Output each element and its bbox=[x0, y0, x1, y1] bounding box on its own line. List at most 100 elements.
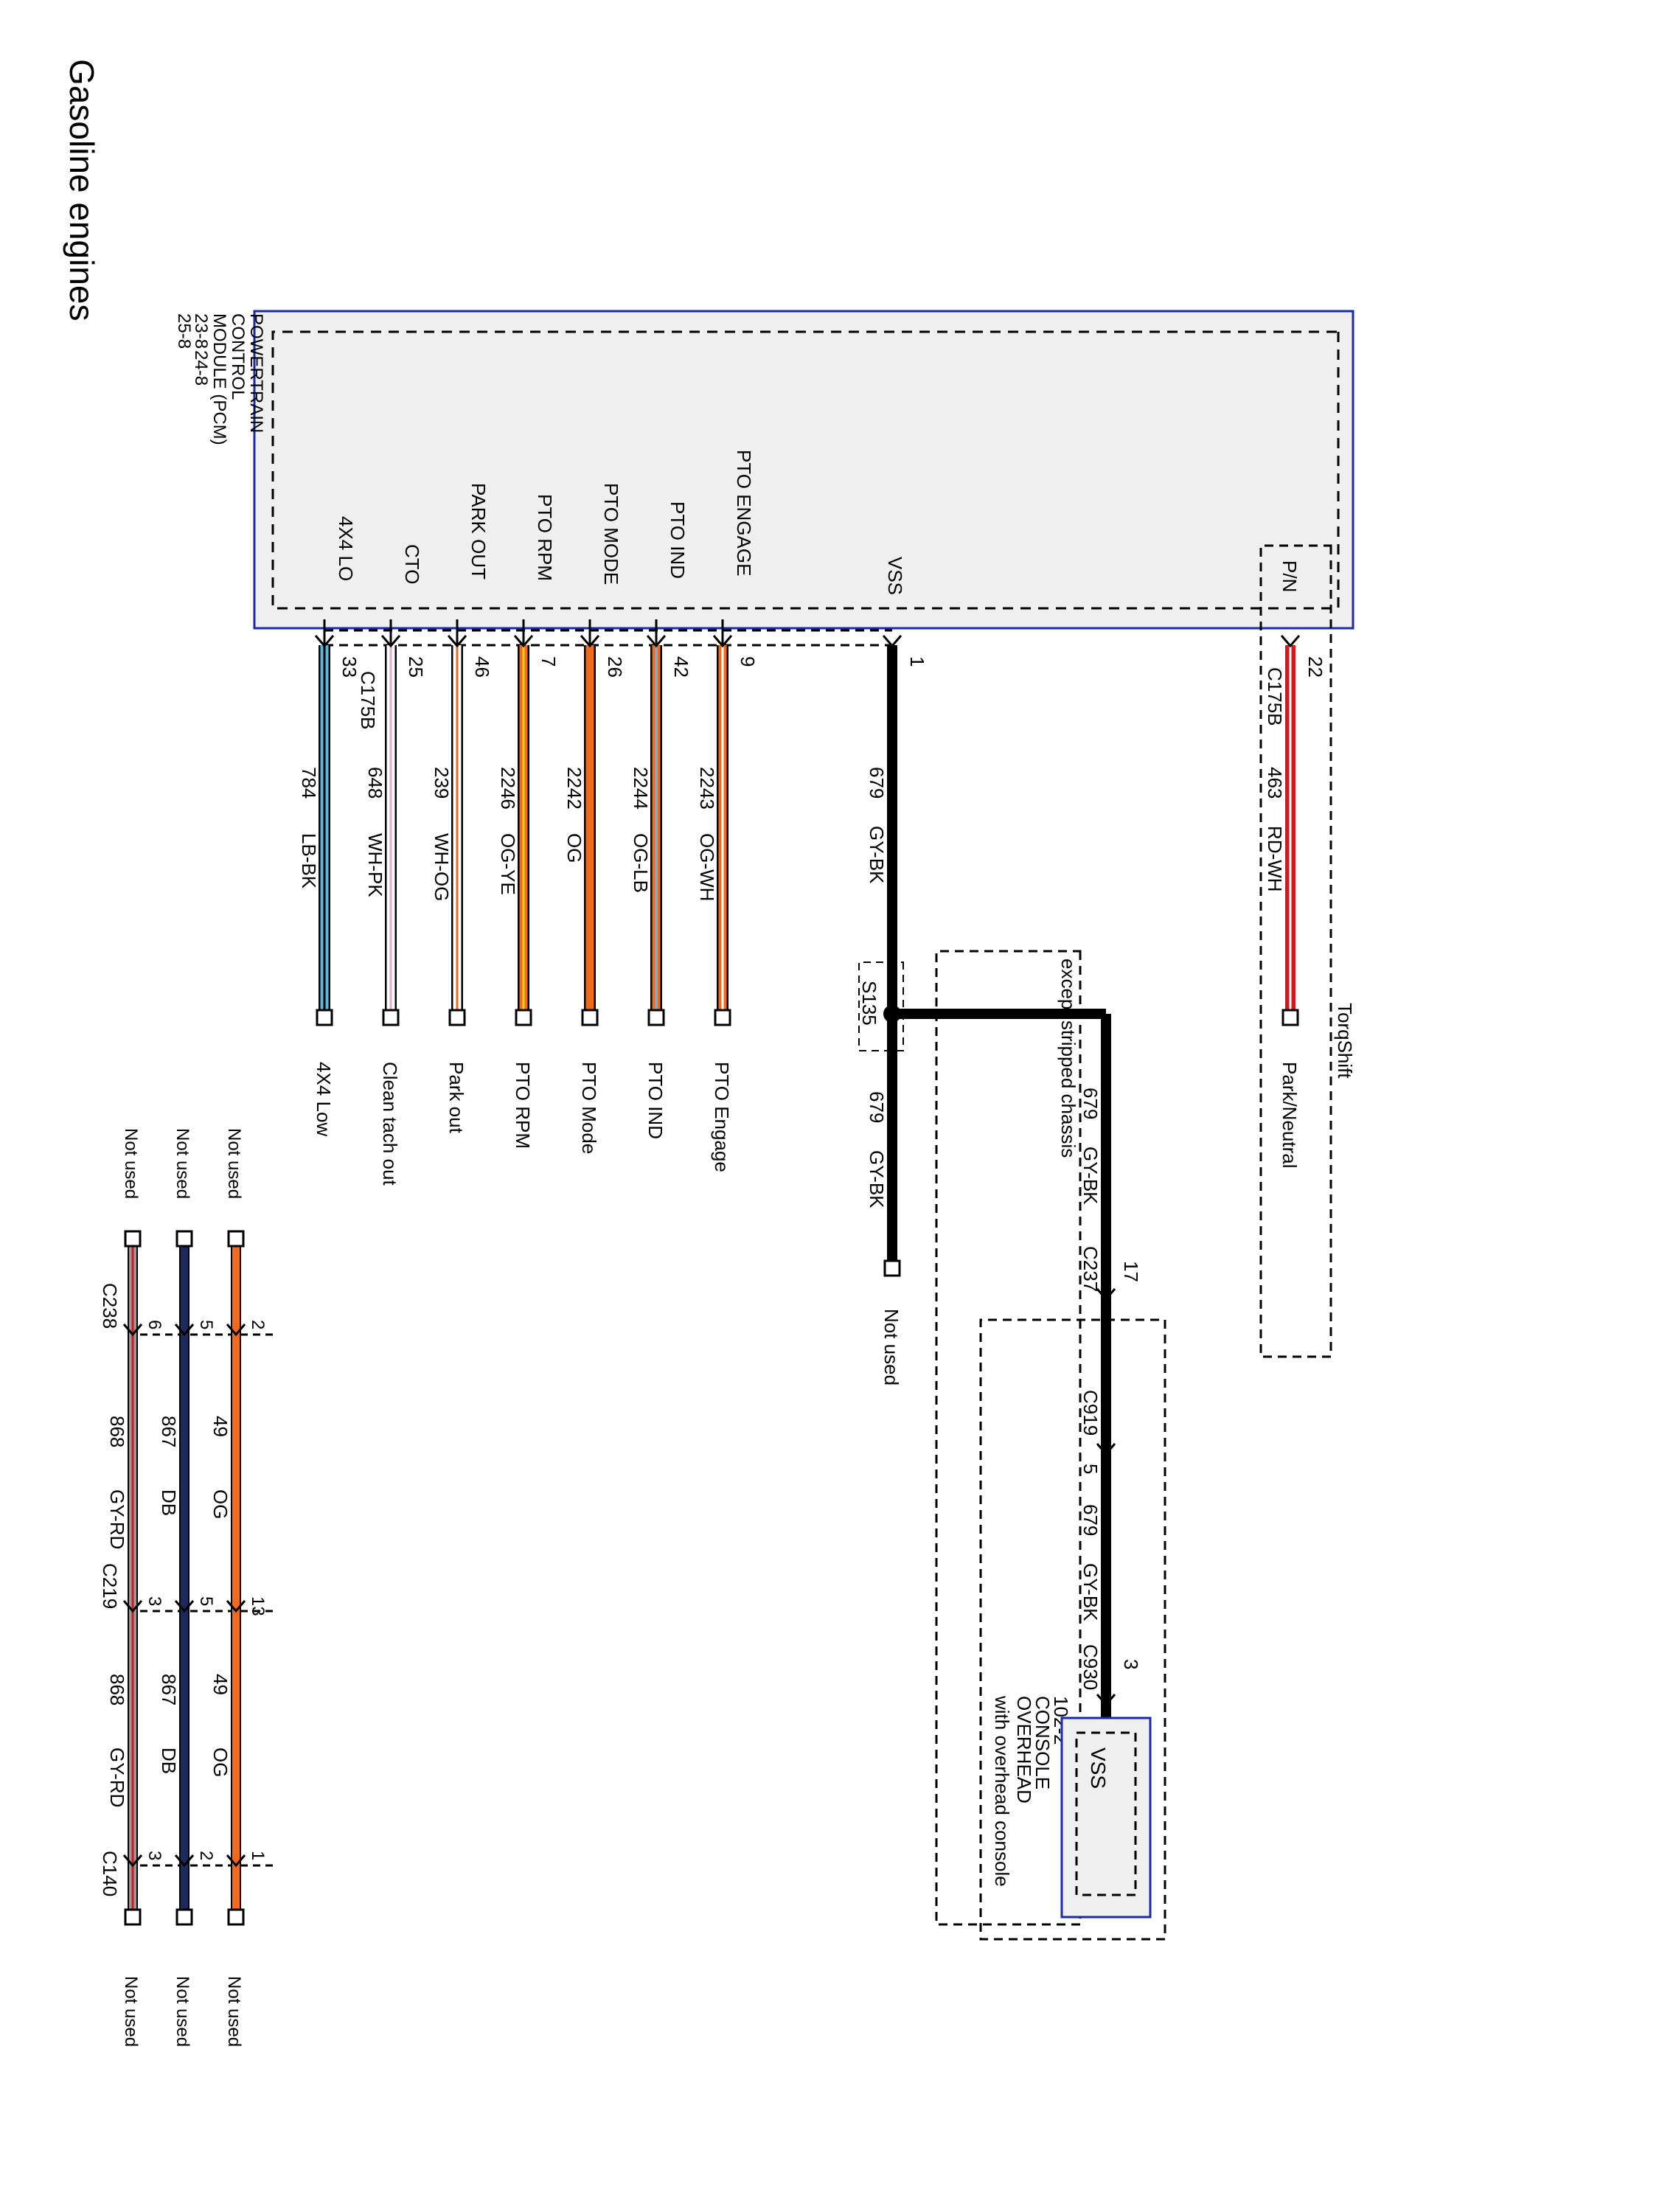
wire-terminal-2243 bbox=[714, 1009, 731, 1026]
pcm-outline bbox=[253, 310, 1354, 630]
wire-arrow-2243 bbox=[712, 635, 733, 648]
c237-arrow bbox=[1096, 1288, 1116, 1301]
pn-wire-color: RD-WH bbox=[1264, 826, 1286, 892]
harness-arrow-868-2 bbox=[122, 1854, 143, 1868]
wire-arrow-2246 bbox=[513, 635, 534, 648]
wire-pin-2244: 42 bbox=[670, 656, 692, 678]
overhead-console-module bbox=[1060, 1717, 1152, 1919]
wire-dest-2244: PTO IND bbox=[644, 1062, 667, 1139]
harness-terminal-left-867 bbox=[175, 1230, 193, 1248]
vss-not-used-label: Not used bbox=[880, 1309, 902, 1385]
harness-color-a-868: GY-RD bbox=[106, 1489, 128, 1549]
wire-dest-2242: PTO Mode bbox=[578, 1062, 600, 1154]
inline-circuit-number: 679 bbox=[1079, 1504, 1102, 1536]
harness-color-b-49: OG bbox=[209, 1747, 232, 1777]
harness-pin-868-2: 3 bbox=[145, 1851, 164, 1860]
harness-arrow-867-0 bbox=[174, 1324, 195, 1337]
harness-pin-868-0: 6 bbox=[145, 1320, 164, 1329]
pin-name-vss: VSS bbox=[884, 557, 906, 595]
c919-pin: 5 bbox=[1079, 1464, 1102, 1474]
wire-color-2243: OG-WH bbox=[696, 833, 718, 901]
connector-c140: C140 bbox=[99, 1851, 121, 1896]
harness-pin-49-1: 13 bbox=[248, 1596, 268, 1616]
wire-color-239: WH-OG bbox=[431, 833, 453, 901]
harness-pin-867-2: 2 bbox=[196, 1851, 216, 1860]
vss-not-used-terminal bbox=[883, 1259, 901, 1277]
harness-pin-868-1: 3 bbox=[145, 1596, 164, 1606]
overhead-console-line-2: CONSOLE bbox=[1032, 1696, 1054, 1790]
with-overhead-console-box bbox=[979, 1318, 1166, 1941]
except-stripped-chassis-box bbox=[935, 950, 1082, 1926]
overhead-console-line-1: OVERHEAD bbox=[1013, 1696, 1035, 1804]
pn-circuit-number: 463 bbox=[1264, 767, 1286, 799]
wire-pin-2242: 26 bbox=[604, 656, 626, 678]
harness-arrow-868-0 bbox=[122, 1324, 143, 1337]
torqshift-box bbox=[1259, 544, 1332, 1358]
pin-name-pto-ind: PTO IND bbox=[667, 501, 689, 579]
vss-circuit-number: 679 bbox=[866, 767, 888, 799]
wire-color-648: WH-PK bbox=[364, 833, 386, 897]
pcm-label-6: 25-8 bbox=[174, 313, 194, 349]
harness-pin-49-0: 2 bbox=[248, 1320, 268, 1329]
harness-arrow-867-1 bbox=[174, 1600, 195, 1613]
harness-not-used-left-868: Not used bbox=[121, 1128, 141, 1199]
wire-pin-2246: 7 bbox=[538, 656, 560, 667]
harness-not-used-right-49: Not used bbox=[224, 1976, 244, 2047]
pcm-module: POWERTRAIN CONTROL MODULE (PCM) 23-8 24-… bbox=[174, 310, 1354, 630]
harness-pin-49-2: 1 bbox=[248, 1851, 268, 1860]
branch-circuit-number: 679 bbox=[1079, 1088, 1102, 1119]
harness-terminal-left-49 bbox=[227, 1230, 245, 1248]
harness-not-used-left-49: Not used bbox=[224, 1128, 244, 1199]
c930-arrow bbox=[1096, 1694, 1116, 1707]
pn-destination: Park/Neutral bbox=[1279, 1062, 1301, 1169]
pn-arrow bbox=[1280, 635, 1301, 648]
harness-terminal-right-868 bbox=[124, 1908, 142, 1926]
pin-name-park-out: PARK OUT bbox=[467, 483, 490, 580]
wire-pin-648: 25 bbox=[405, 656, 427, 678]
c237-pin: 17 bbox=[1120, 1261, 1142, 1282]
wire-arrow-2244 bbox=[646, 635, 667, 648]
harness-terminal-right-867 bbox=[175, 1908, 193, 1926]
pin-name-4x4-lo: 4X4 LO bbox=[335, 516, 357, 581]
connector-c219: C219 bbox=[99, 1563, 121, 1609]
harness-color-b-868: GY-RD bbox=[106, 1747, 128, 1807]
wire-dest-2246: PTO RPM bbox=[512, 1062, 534, 1149]
harness-color-b-867: DB bbox=[158, 1747, 180, 1774]
pin-name-pto-engage: PTO ENGAGE bbox=[733, 450, 755, 576]
connector-c175b-label: C175B bbox=[357, 671, 379, 730]
wire-pin-2243: 9 bbox=[737, 656, 759, 667]
vss-after-circuit: 679 bbox=[866, 1091, 888, 1123]
wire-arrow-648 bbox=[380, 635, 401, 648]
wire-arrow-2242 bbox=[580, 635, 600, 648]
splice-s135-label: S135 bbox=[858, 981, 880, 1026]
wire-terminal-2244 bbox=[647, 1009, 665, 1026]
overhead-console-inner bbox=[1075, 1731, 1137, 1896]
harness-pin-867-1: 5 bbox=[196, 1596, 216, 1606]
harness-circuit-b-49: 49 bbox=[209, 1674, 232, 1695]
vss-wire-color: GY-BK bbox=[866, 826, 888, 884]
c919-arrow bbox=[1096, 1443, 1116, 1456]
harness-circuit-b-867: 867 bbox=[158, 1674, 180, 1705]
c930-label: C930 bbox=[1079, 1644, 1102, 1690]
harness-terminal-left-868 bbox=[124, 1230, 142, 1248]
wire-circuit-239: 239 bbox=[431, 767, 453, 799]
harness-arrow-49-0 bbox=[226, 1324, 246, 1337]
wire-color-2244: OG-LB bbox=[630, 833, 652, 893]
connector-c238: C238 bbox=[99, 1283, 121, 1329]
wire-circuit-2243: 2243 bbox=[696, 767, 718, 810]
pn-pin: 22 bbox=[1304, 656, 1326, 678]
overhead-console-pin: VSS bbox=[1087, 1747, 1110, 1789]
wire-circuit-2242: 2242 bbox=[563, 767, 585, 810]
harness-not-used-left-867: Not used bbox=[173, 1128, 192, 1199]
pcm-inner-dashed bbox=[271, 330, 1340, 610]
wire-dest-239: Park out bbox=[445, 1062, 467, 1134]
